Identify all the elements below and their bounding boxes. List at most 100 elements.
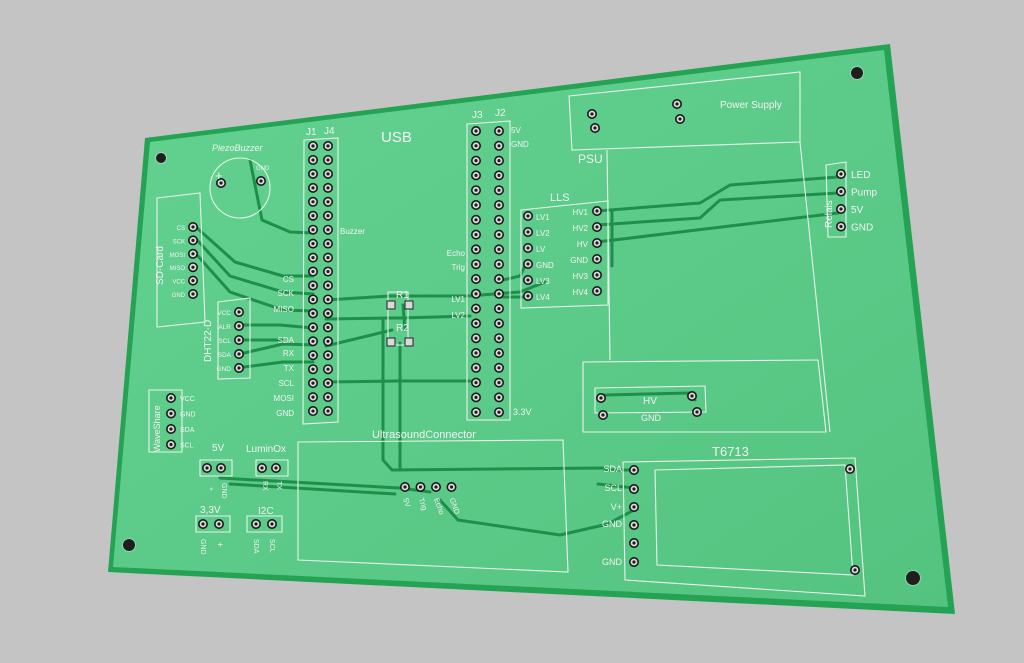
pin-hole [526,262,530,266]
pin-hole [311,409,315,413]
pin-hole [497,277,501,281]
pin-hole [311,200,315,204]
pin-hole [526,214,530,218]
pin-hole [474,277,478,281]
pin-hole [599,396,603,400]
pin-hole [474,307,478,311]
pin-hole [237,366,241,370]
pin-hole [326,367,330,371]
pin-hole [326,311,330,315]
pin-hole [474,218,478,222]
sd-card-title: SD-Card [155,246,166,285]
pin-hole [219,181,223,185]
sd-card-pin-label: VCC [172,280,185,286]
pin-hole [474,233,478,237]
r1-label: R1 [396,290,409,301]
pin-hole [254,522,258,526]
pin-hole [326,283,330,288]
pin-hole [690,394,694,398]
pin-hole [474,410,478,414]
pin-hole [274,466,278,470]
waveshare-pin-label: SDA [180,427,195,434]
pin-hole [497,203,501,207]
silkscreen-outlines [148,71,866,597]
j1-signal-label: SCL [278,379,294,388]
pin-hole [474,203,478,207]
pin-hole [474,159,478,163]
pin-hole [326,228,330,232]
lls-lv-label: LV [536,245,546,254]
luminox-pin-label: RX [261,481,268,491]
piezo-plus: + [215,168,223,183]
three-v-pin-label: GND [199,539,206,555]
pin-hole [497,336,501,340]
j2-gnd-label: GND [511,140,529,149]
t6713-pin-label: V+ [611,502,622,512]
dht-pin-label: SDA [218,352,232,359]
pin-hole [311,283,315,288]
pin-hole [474,129,478,133]
pin-hole [675,102,679,106]
relais-pin-label: 5V [851,205,864,216]
pin-hole [191,252,195,256]
pin-hole [403,485,407,489]
three-v-pin-label: + [215,542,225,547]
hv-gnd-label: GND [641,413,662,423]
sd-card-pin-label: MOSI [170,253,186,259]
pin-hole [595,289,599,293]
waveshare-pin-label: GND [180,412,196,419]
pin-hole [474,321,478,325]
j1-signal-label: SDA [278,336,295,345]
r2-label: R2 [396,323,409,334]
relais-pin-label: GND [851,223,873,234]
pin-hole [848,467,852,471]
pin-hole [595,273,599,277]
pin-hole [497,233,501,237]
five-v-pin-label: GND [220,483,227,499]
five-v-pin-label: + [207,487,214,491]
psu-label: PSU [578,152,603,166]
waveshare-pin-label: VCC [180,396,195,403]
three-v-title: 3,3V [200,505,221,516]
pin-hole [219,466,223,470]
pin-hole [474,173,478,177]
pin-hole [311,381,315,385]
dht-pin-label: ALR [218,324,231,331]
pin-hole [526,230,530,234]
pin-hole [311,144,315,148]
lls-hv-label: HV1 [572,208,588,217]
pin-hole [217,522,221,526]
relais-pin-label: Pump [851,188,878,199]
pin-hole [526,294,530,298]
pin-labels: BuzzerCSSCKMISOSDARXTXSCLMOSIGND5VGND3.3… [170,126,878,567]
t6713-pin-label: GND [602,519,623,529]
pin-hole [311,186,315,190]
pin-hole [497,262,501,266]
relais-pin-label: LED [851,170,870,181]
j3-signal-label: Trig [452,263,465,272]
resistor-pad [386,300,396,310]
pin-hole [326,395,330,399]
ultrasound-pin-label: Trig [417,497,430,512]
i2c-pin-label: SDA [252,539,259,554]
lls-hv-label: HV3 [572,272,588,281]
pin-hole [595,241,599,245]
pin-hole [474,144,478,148]
pin-hole [169,396,173,400]
pin-hole [497,366,501,370]
pin-hole [601,413,605,417]
pin-hole [326,339,330,343]
j3-signal-label: Echo [447,249,466,258]
pin-hole [311,395,315,399]
pin-hole [497,129,501,133]
pin-hole [595,257,599,261]
pin-hole [259,179,263,183]
dht-title: DHT22-D [203,320,214,362]
t6713-pin-label: GND [602,557,623,567]
dht-pin-label: VCC [217,310,231,317]
pin-hole [311,172,315,176]
t6713-pin-label: SCL [604,483,622,493]
resistor-pad [404,337,414,347]
pin-hole [839,189,843,194]
